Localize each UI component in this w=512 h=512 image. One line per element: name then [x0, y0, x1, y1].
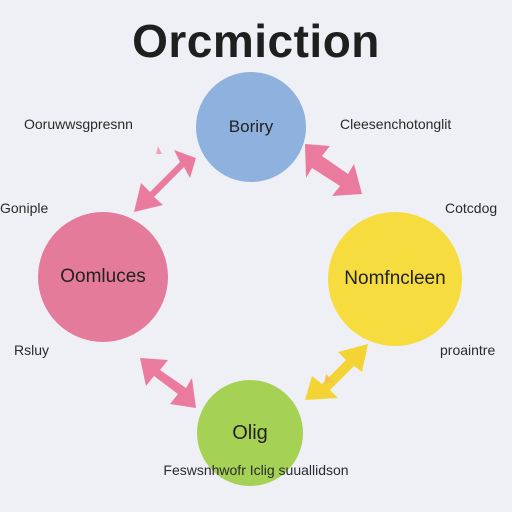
- arrow-bottom-right: [305, 344, 368, 400]
- label-top-left: Ooruwwsgpresnn: [24, 116, 133, 132]
- label-middle-left: Goniple: [0, 200, 49, 216]
- label-middle-right: Cotcdog: [445, 200, 498, 216]
- label-bottom-right: proaintre: [440, 342, 496, 358]
- arrow-top-left: [134, 150, 196, 212]
- label-bottom: Feswsnhwofr Iclig suuallidson: [163, 462, 349, 478]
- node-right: Nomfncleen: [328, 212, 462, 346]
- label-bottom-left: Rsluy: [14, 342, 50, 358]
- node-top: Boriry: [196, 72, 306, 182]
- node-bottom: Olig: [197, 380, 303, 486]
- node-left-label: Oomluces: [60, 266, 146, 287]
- arrow-bottom-left: [140, 358, 196, 408]
- label-top-right: Cleesenchotonglit: [340, 116, 452, 132]
- spark-bottom-right: [324, 374, 334, 384]
- arrow-top-right: [305, 144, 362, 196]
- node-bottom-label: Olig: [232, 421, 268, 444]
- spark-top: [156, 146, 162, 154]
- node-right-label: Nomfncleen: [344, 268, 446, 289]
- diagram-title: Orcmiction: [132, 15, 380, 67]
- node-left: Oomluces: [38, 212, 168, 342]
- node-top-label: Boriry: [228, 117, 274, 136]
